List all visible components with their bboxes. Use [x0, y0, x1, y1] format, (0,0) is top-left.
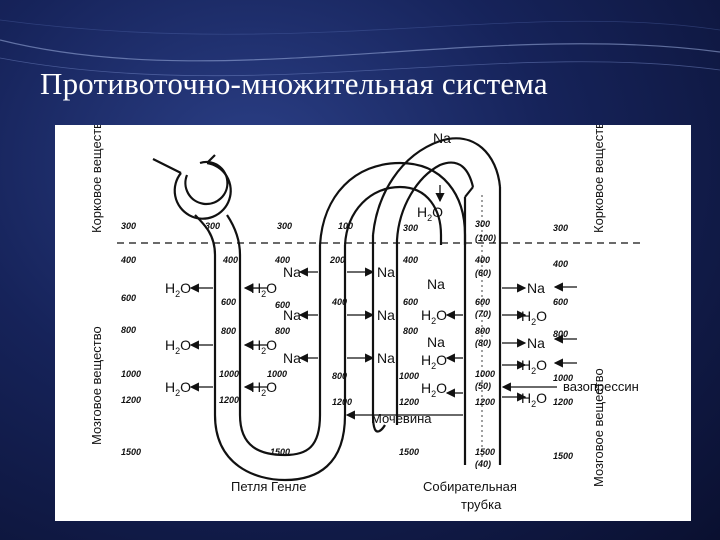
diagram-text: 400	[331, 297, 347, 307]
diagram-text: 800	[332, 371, 347, 381]
diagram-text: H2O	[417, 204, 443, 223]
diagram-text: Na	[433, 130, 451, 146]
diagram-figure: Корковое вещество Мозговое вещество Корк…	[55, 125, 691, 521]
diagram-text: 1200	[332, 397, 352, 407]
urea-label: Мочевина	[371, 411, 432, 426]
nephron-tubule	[194, 137, 502, 482]
diagram-text: 800	[553, 329, 568, 339]
diagram-text: 1500	[553, 451, 573, 461]
diagram-text: (100)	[475, 233, 496, 243]
diagram-text: (70)	[475, 309, 491, 319]
zone-medulla-left: Мозговое вещество	[89, 326, 104, 445]
diagram-text: H2O	[165, 337, 191, 356]
diagram-text: H2O	[165, 379, 191, 398]
collecting-duct-label-2: трубка	[461, 497, 502, 512]
collecting-duct-label-1: Собирательная	[423, 479, 517, 494]
ion-labels: Na H2O H2O H2O H2O H2O H2O Na Na Na Na N…	[165, 130, 547, 409]
diagram-text: 400	[402, 255, 418, 265]
diagram-text: Na	[377, 264, 395, 280]
diagram-text: (60)	[475, 268, 491, 278]
diagram-text: 1500	[399, 447, 419, 457]
diagram-text: 1000	[475, 369, 495, 379]
title-background-swoosh	[0, 19, 720, 77]
loop-of-henle-label: Петля Генле	[231, 479, 306, 494]
diagram-text: 300	[205, 221, 220, 231]
diagram-text: Na	[527, 335, 545, 351]
diagram-text: 400	[120, 255, 136, 265]
diagram-text: H2O	[251, 280, 277, 299]
diagram-text: 300	[121, 221, 136, 231]
diagram-text: 300	[277, 221, 292, 231]
diagram-text: 1500	[475, 447, 495, 457]
diagram-text: 600	[403, 297, 418, 307]
diagram-text: (80)	[475, 338, 491, 348]
osmolarity-values: 300 300 300 100 300 300 (100) 300 400 40…	[120, 219, 573, 469]
diagram-text: Na	[377, 307, 395, 323]
diagram-text: H2O	[421, 352, 447, 371]
diagram-text: 1000	[553, 373, 573, 383]
diagram-text: 1000	[399, 371, 419, 381]
diagram-text: H2O	[251, 337, 277, 356]
zone-cortex-left: Корковое вещество	[89, 125, 104, 233]
diagram-text: (50)	[475, 381, 491, 391]
transport-arrows	[189, 185, 577, 420]
slide-title: Противоточно-множительная система	[40, 66, 548, 101]
diagram-text: 400	[274, 255, 290, 265]
diagram-text: Na	[283, 264, 301, 280]
zone-cortex-right: Корковое вещество	[591, 125, 606, 233]
diagram-text: 800	[121, 325, 136, 335]
glomerulus-icon	[152, 154, 232, 220]
diagram-text: 1500	[121, 447, 141, 457]
diagram-text: 1200	[553, 397, 573, 407]
diagram-text: 600	[221, 297, 236, 307]
diagram-text: Na	[427, 334, 445, 350]
diagram-text: 1000	[121, 369, 141, 379]
diagram-text: 1500	[270, 447, 290, 457]
diagram-text: 1000	[219, 369, 239, 379]
diagram-text: H2O	[165, 280, 191, 299]
diagram-text: H2O	[251, 379, 277, 398]
diagram-text: Na	[283, 307, 301, 323]
diagram-text: 300	[553, 223, 568, 233]
diagram-text: 800	[475, 326, 490, 336]
diagram-text: 1200	[399, 397, 419, 407]
diagram-text: 600	[121, 293, 136, 303]
diagram-text: Na	[377, 350, 395, 366]
diagram-text: H2O	[521, 357, 547, 376]
diagram-text: 600	[475, 297, 490, 307]
diagram-text: 1200	[121, 395, 141, 405]
diagram-text: (40)	[475, 459, 491, 469]
diagram-text: 800	[221, 326, 236, 336]
diagram-text: H2O	[421, 307, 447, 326]
vasopressin-label: вазопрессин	[563, 379, 639, 394]
diagram-text: 1200	[475, 397, 495, 407]
diagram-text: 300	[403, 223, 418, 233]
diagram-text: 1000	[267, 369, 287, 379]
diagram-text: 600	[275, 300, 290, 310]
diagram-text: 400	[552, 259, 568, 269]
diagram-text: Na	[527, 280, 545, 296]
diagram-text: 100	[338, 221, 353, 231]
diagram-text: 800	[275, 326, 290, 336]
diagram-text: 400	[222, 255, 238, 265]
diagram-text: 1200	[219, 395, 239, 405]
zone-medulla-right: Мозговое вещество	[591, 368, 606, 487]
diagram-text: H2O	[521, 390, 547, 409]
diagram-text: Na	[283, 350, 301, 366]
diagram-text: Na	[427, 276, 445, 292]
countercurrent-diagram: Корковое вещество Мозговое вещество Корк…	[89, 125, 640, 512]
zone-labels: Корковое вещество Мозговое вещество Корк…	[89, 125, 606, 487]
diagram-text: 400	[474, 255, 490, 265]
diagram-text: 300	[475, 219, 490, 229]
diagram-text: H2O	[521, 308, 547, 327]
diagram-text: 600	[553, 297, 568, 307]
diagram-text: H2O	[421, 380, 447, 399]
diagram-text: 800	[403, 326, 418, 336]
diagram-text: 200	[329, 255, 345, 265]
